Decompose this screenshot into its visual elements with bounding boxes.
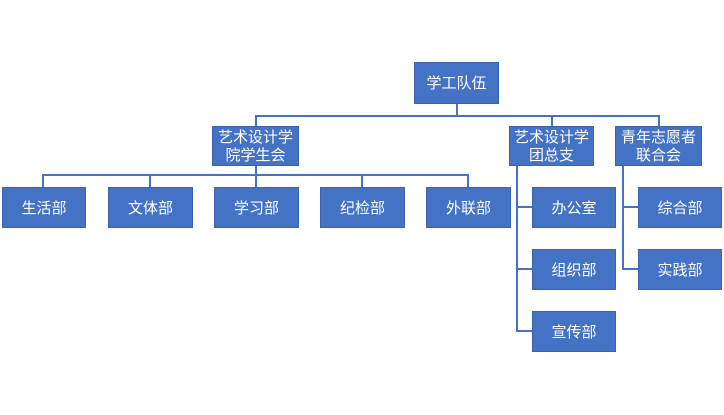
dept-node-publicity: 宣传部 [532,311,616,352]
connector-branch1-down [255,166,257,175]
connector-branch3-tick-1 [622,206,638,208]
root-node: 学工队伍 [414,62,499,104]
connector-to-branch-2 [551,115,553,126]
connector-child-2 [149,174,151,187]
dept-node-4: 纪检部 [320,187,405,228]
connector-branch2-tick-1 [516,206,532,208]
connector-branch3-spine [622,166,624,270]
dept-node-3: 学习部 [214,187,299,228]
connector-child-3 [255,174,257,187]
dept-node-organization: 组织部 [532,249,616,290]
dept-node-2: 文体部 [108,187,193,228]
dept-node-5: 外联部 [426,187,511,228]
dept-node-practice: 实践部 [638,249,722,290]
branch-league-branch: 艺术设计学 团总支 [509,126,594,166]
branch-student-union: 艺术设计学 院学生会 [212,126,299,166]
connector-branch2-tick-3 [516,330,532,332]
connector-child-4 [361,174,363,187]
connector-branch3-tick-2 [622,268,638,270]
dept-node-general: 综合部 [638,187,722,228]
branch-volunteer-union: 青年志愿者 联合会 [615,126,702,166]
connector-child-5 [467,174,469,187]
connector-child-1 [42,174,44,187]
connector-to-branch-3 [658,115,660,126]
connector-branch2-spine [516,166,518,332]
dept-node-1: 生活部 [2,187,86,228]
connector-root-down [456,104,458,116]
connector-branch2-tick-2 [516,268,532,270]
connector-level1-bar [255,115,660,117]
dept-node-office: 办公室 [532,187,616,228]
connector-to-branch-1 [255,115,257,126]
